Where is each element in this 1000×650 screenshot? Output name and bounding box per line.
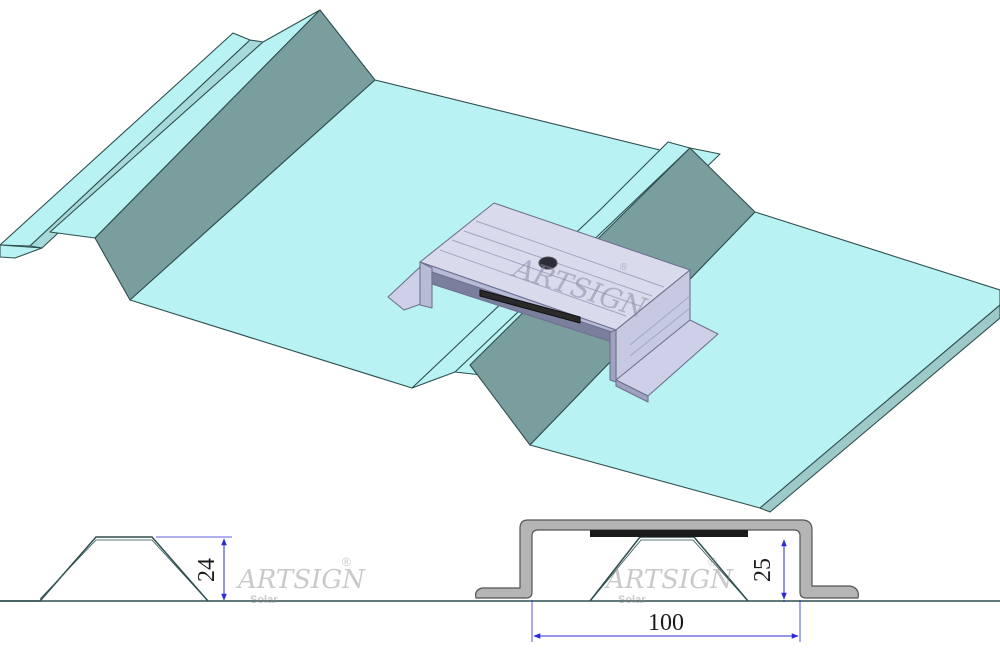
profile-clamp <box>475 519 859 599</box>
watermark-profile-left: ARTSIGN Solar ® <box>236 555 366 606</box>
watermark-right-brand: ARTSIGN <box>604 565 734 595</box>
watermark-right-mark: ® <box>708 555 717 569</box>
left-flat <box>0 244 43 259</box>
profile-section: 24 25 100 ARTSIGN Solar ® ARTSIGN Solar … <box>0 519 1000 642</box>
profile-rubber-pad <box>590 530 748 537</box>
dimension-clamp-width: 100 <box>531 600 801 642</box>
front-flat-pan <box>529 211 1000 509</box>
clamp-left-upright <box>419 261 433 309</box>
clamp-grooves <box>439 220 691 357</box>
clamp-right-foot-edge <box>615 379 649 403</box>
clamp-bracket-3d <box>387 202 719 403</box>
watermark-profile-right: ARTSIGN Solar ® <box>604 555 734 606</box>
dimension-rib-height-label: 24 <box>194 558 220 582</box>
watermark-3d-mark: ® <box>620 262 628 273</box>
dimension-clamp-height-label: 25 <box>750 558 776 582</box>
dimension-clamp-height: 25 <box>750 539 787 602</box>
clamp-rubber-pad <box>479 289 581 324</box>
watermark-left-brand: ARTSIGN <box>236 565 366 595</box>
right-edge-strip <box>759 304 1000 513</box>
dimension-rib-height: 24 <box>156 536 232 601</box>
profile-rib-left <box>0 536 209 602</box>
watermark-right-subtitle: Solar <box>618 594 646 606</box>
clamp-bolt-hole <box>538 256 558 270</box>
dimension-clamp-width-label: 100 <box>648 610 684 636</box>
profile-rib-left-inner <box>39 539 207 600</box>
watermark-left-subtitle: Solar <box>250 594 278 606</box>
clamp-right-upright-front <box>609 329 617 383</box>
watermark-left-mark: ® <box>342 555 351 569</box>
profile-rib-right-inner <box>591 539 747 600</box>
